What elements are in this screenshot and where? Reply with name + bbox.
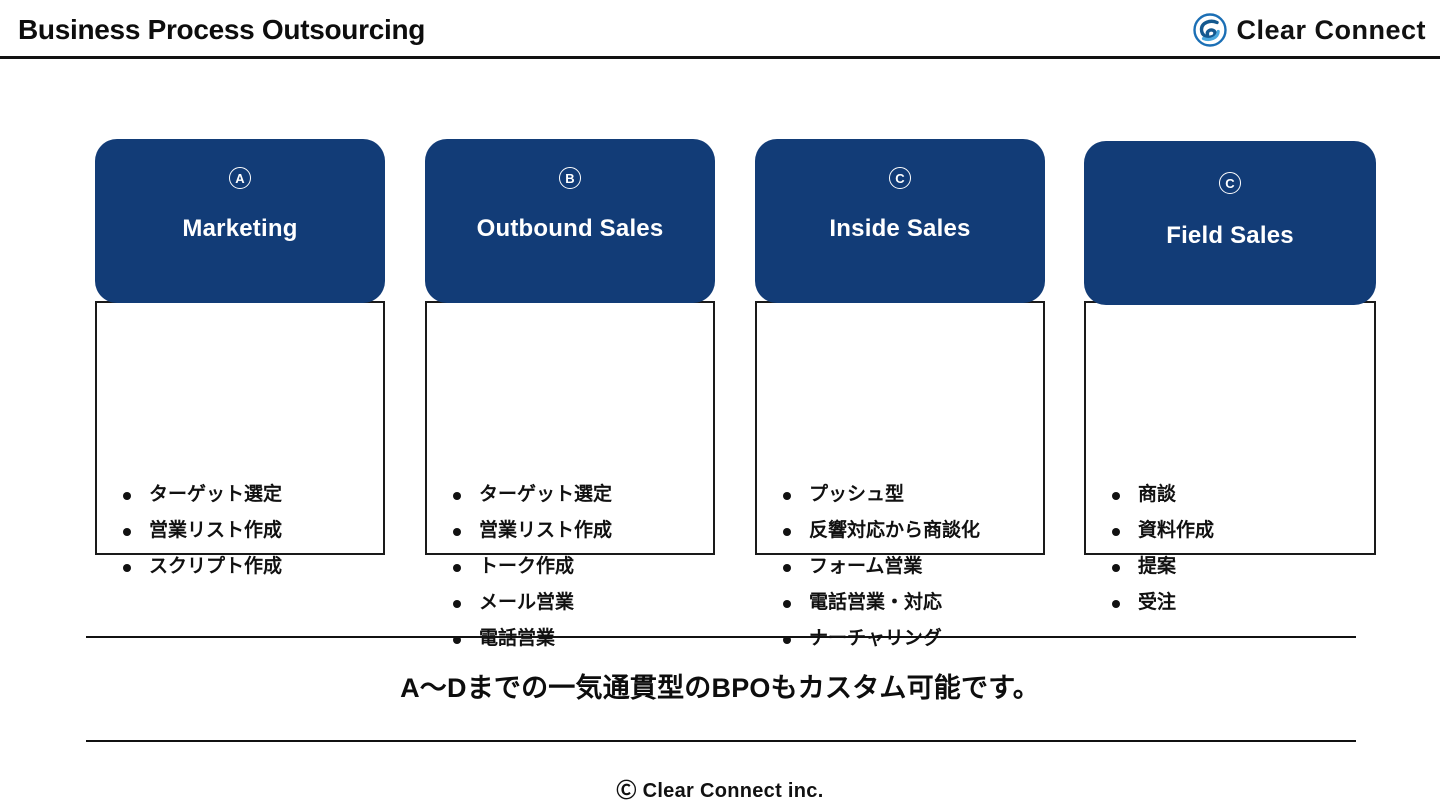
list-item: 営業リスト作成: [425, 513, 715, 549]
process-card-field-sales[interactable]: C Field Sales 商談 資料作成 提案 受注: [1084, 141, 1376, 613]
card-item-list: プッシュ型 反響対応から商談化 フォーム営業 電話営業・対応 ナーチャリング: [755, 477, 1045, 657]
callout-divider-bottom: [86, 740, 1356, 742]
card-title: Inside Sales: [829, 215, 971, 242]
card-body: [1084, 301, 1376, 555]
list-item: 反響対応から商談化: [755, 513, 1045, 549]
slide-header: Business Process Outsourcing Clear Conne…: [0, 0, 1440, 59]
list-item: 営業リスト作成: [95, 513, 385, 549]
card-item-list: ターゲット選定 営業リスト作成 スクリプト作成: [95, 477, 385, 585]
card-header: C Field Sales: [1084, 141, 1376, 305]
list-item: 電話営業・対応: [755, 585, 1045, 621]
list-item: 受注: [1084, 585, 1376, 621]
card-title: Outbound Sales: [476, 215, 664, 242]
list-item: プッシュ型: [755, 477, 1045, 513]
card-header: A Marketing: [95, 139, 385, 303]
list-item: トーク作成: [425, 549, 715, 585]
list-item: スクリプト作成: [95, 549, 385, 585]
card-header: C Inside Sales: [755, 139, 1045, 303]
callout-text: A〜Dまでの一気通貫型のBPOもカスタム可能です。: [400, 673, 1040, 703]
footer-copyright: Ⓒ Clear Connect inc.: [616, 780, 824, 802]
card-body: [425, 301, 715, 555]
list-item: ナーチャリング: [755, 621, 1045, 657]
card-badge-letter: C: [889, 167, 911, 189]
card-title: Field Sales: [1166, 222, 1294, 249]
card-badge-letter: B: [559, 167, 581, 189]
card-header: B Outbound Sales: [425, 139, 715, 303]
list-item: 資料作成: [1084, 513, 1376, 549]
list-item: 商談: [1084, 477, 1376, 513]
list-item: 電話営業: [425, 621, 715, 657]
list-item: 提案: [1084, 549, 1376, 585]
list-item: メール営業: [425, 585, 715, 621]
brand-name: Clear Connect: [1236, 14, 1426, 45]
process-card-marketing[interactable]: A Marketing ターゲット選定 営業リスト作成 スクリプト作成: [95, 139, 385, 577]
process-card-outbound-sales[interactable]: B Outbound Sales ターゲット選定 営業リスト作成 トーク作成 メ…: [425, 139, 715, 649]
card-body: [755, 301, 1045, 555]
header-divider: [0, 56, 1440, 59]
swirl-logo-icon: [1193, 13, 1228, 47]
list-item: フォーム営業: [755, 549, 1045, 585]
card-body: [95, 301, 385, 555]
page-title: Business Process Outsourcing: [18, 14, 426, 45]
card-item-list: 商談 資料作成 提案 受注: [1084, 477, 1376, 621]
card-badge-letter: A: [229, 167, 251, 189]
card-item-list: ターゲット選定 営業リスト作成 トーク作成 メール営業 電話営業: [425, 477, 715, 657]
process-card-inside-sales[interactable]: C Inside Sales プッシュ型 反響対応から商談化 フォーム営業 電話…: [755, 139, 1045, 649]
list-item: ターゲット選定: [425, 477, 715, 513]
card-title: Marketing: [182, 215, 298, 242]
card-badge-letter: C: [1219, 172, 1241, 194]
list-item: ターゲット選定: [95, 477, 385, 513]
callout-divider-top: [86, 636, 1356, 638]
brand-logo: Clear Connect: [1193, 10, 1426, 50]
